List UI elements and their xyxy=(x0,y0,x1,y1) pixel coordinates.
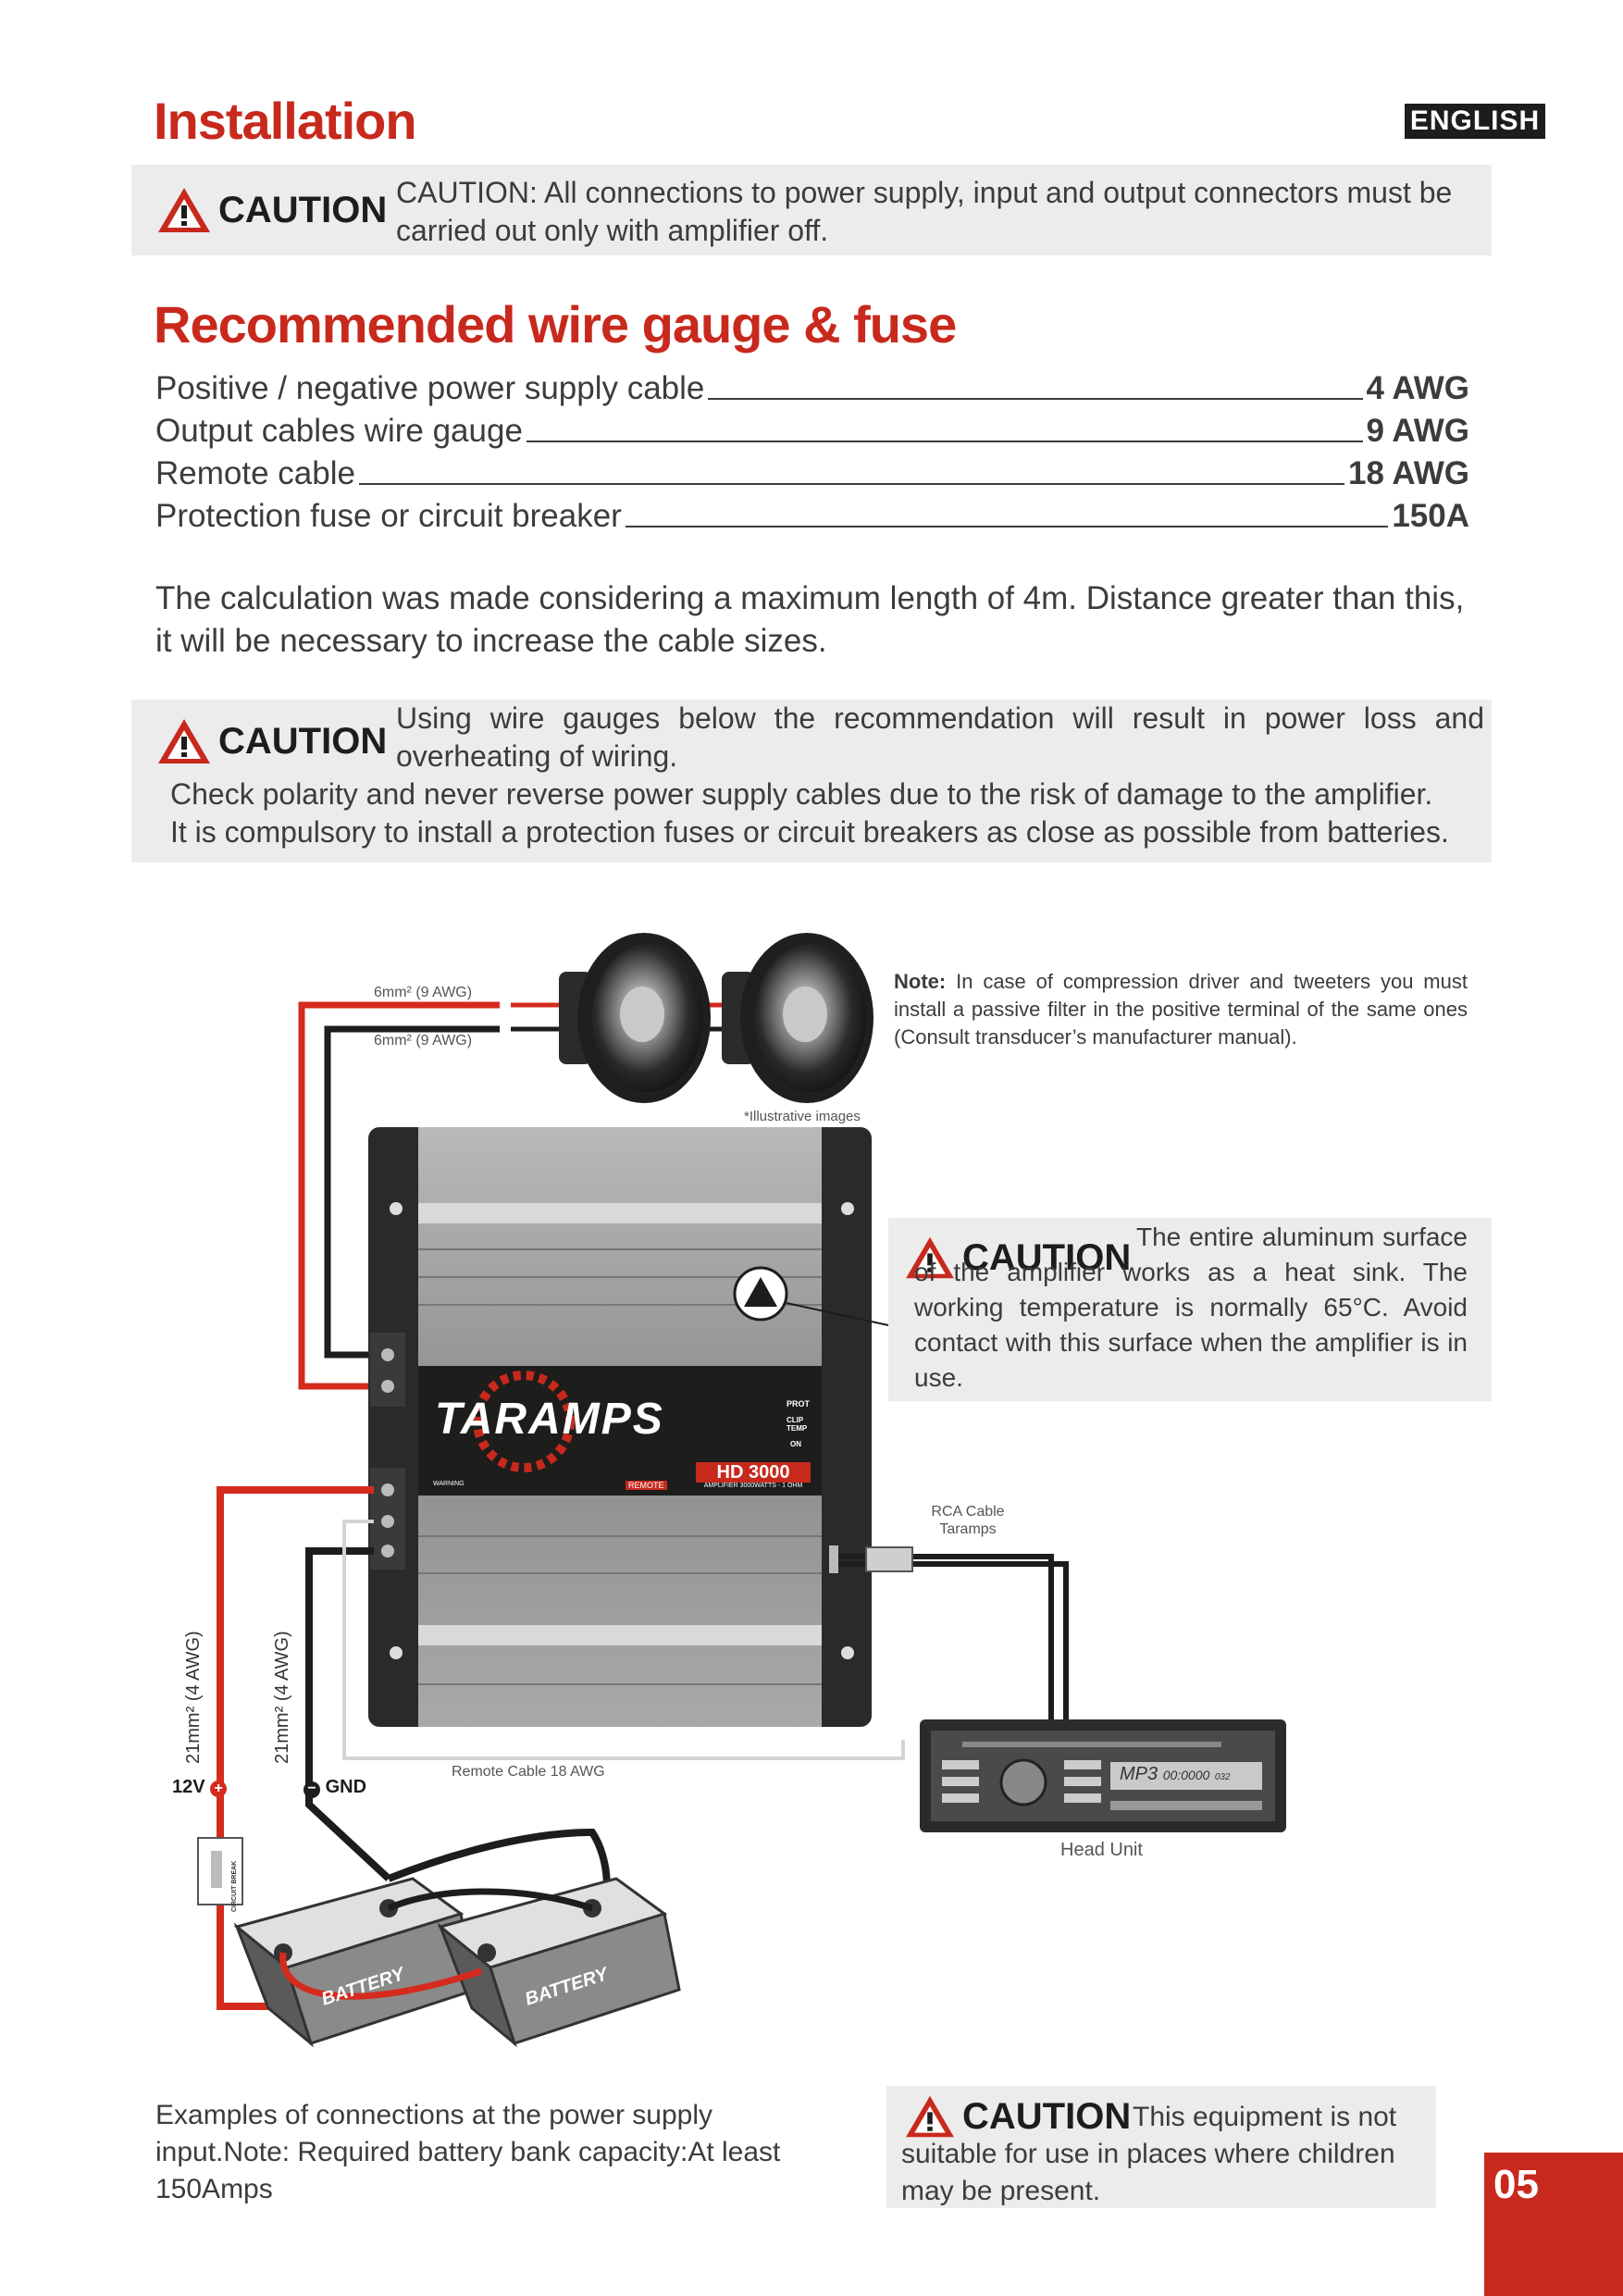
caution-text-2c: It is compulsory to install a protection… xyxy=(170,815,1449,849)
speaker-1-icon xyxy=(559,933,711,1103)
terminal-gnd-label: − GND xyxy=(304,1777,366,1798)
head-unit xyxy=(920,1719,1286,1832)
page-title: Installation xyxy=(154,92,417,150)
caution-text-2a: Using wire gauges below the recommendati… xyxy=(396,701,1484,773)
speaker-wire-pos-label: 6mm² (9 AWG) xyxy=(374,985,473,1000)
warning-label: WARNING xyxy=(433,1481,465,1487)
warning-triangle-icon xyxy=(158,188,210,232)
remote-cable-label: Remote Cable 18 AWG xyxy=(452,1764,605,1780)
diagram-note: Note: In case of compression driver and … xyxy=(894,970,1468,1049)
warning-triangle-icon xyxy=(906,1236,954,1279)
power-wire-pos-label: 21mm² (4 AWG) xyxy=(183,1631,204,1764)
caution-box-2 xyxy=(131,700,1492,863)
terminal-12v-label: 12V + xyxy=(172,1777,228,1798)
amplifier-model: HD 3000 xyxy=(696,1462,811,1483)
calculation-note: The calculation was made considering a m… xyxy=(155,580,1465,659)
led-clip-label: CLIP TEMP xyxy=(787,1416,808,1433)
caution-label-2: CAUTION xyxy=(155,716,387,766)
speaker-2-icon xyxy=(722,933,873,1103)
amplifier xyxy=(368,1127,872,1727)
minus-icon: − xyxy=(304,1781,320,1798)
footer-left-text: Examples of connections at the power sup… xyxy=(155,2100,781,2204)
section-title-wire-gauge: Recommended wire gauge & fuse xyxy=(154,295,957,354)
led-on-label: ON xyxy=(790,1440,801,1448)
page-number: 05 xyxy=(1484,2153,1623,2296)
battery-1-icon xyxy=(233,1877,477,2048)
plus-icon: + xyxy=(210,1781,228,1797)
amplifier-brand: TARAMPS xyxy=(435,1395,664,1444)
head-unit-label: Head Unit xyxy=(1060,1840,1143,1860)
caution-text-2b: Check polarity and never reverse power s… xyxy=(170,777,1433,811)
caution-label-heat: CAUTION xyxy=(903,1235,1131,1281)
footer-caution-text: This equipment is not suitable for use i… xyxy=(901,2102,1397,2206)
caution-text-1: CAUTION: All connections to power supply… xyxy=(396,176,1453,247)
heat-caution-text: The entire aluminum surface of the ampli… xyxy=(914,1222,1468,1392)
battery-2-icon xyxy=(437,1877,681,2048)
speaker-wire-neg-label: 6mm² (9 AWG) xyxy=(374,1033,473,1049)
rca-cable-label: RCA Cable Taramps xyxy=(931,1504,1005,1537)
illustrative-label: *Illustrative images xyxy=(744,1109,861,1124)
wiring-diagram xyxy=(197,933,1286,2048)
amplifier-model-sub: AMPLIFIER 3000WATTS - 1 OHM xyxy=(703,1483,803,1489)
warning-triangle-icon xyxy=(906,2095,954,2138)
led-prot-label: PROT xyxy=(787,1399,811,1409)
heat-caution-box xyxy=(888,1218,1492,1401)
remote-terminal-label: REMOTE xyxy=(626,1481,667,1490)
power-wire-neg-label: 21mm² (4 AWG) xyxy=(272,1631,292,1764)
caution-label-1: CAUTION xyxy=(155,185,387,235)
caution-label-footer: CAUTION xyxy=(903,2093,1131,2140)
footer-caution-box xyxy=(886,2086,1436,2208)
caution-box-1 xyxy=(131,165,1492,255)
head-unit-display: MP3 00:0000 032 xyxy=(1120,1764,1231,1784)
circuit-breaker-label: CIRCUIT BREAK xyxy=(231,1860,238,1912)
warning-triangle-icon xyxy=(158,719,210,763)
language-badge: ENGLISH xyxy=(1405,104,1545,139)
